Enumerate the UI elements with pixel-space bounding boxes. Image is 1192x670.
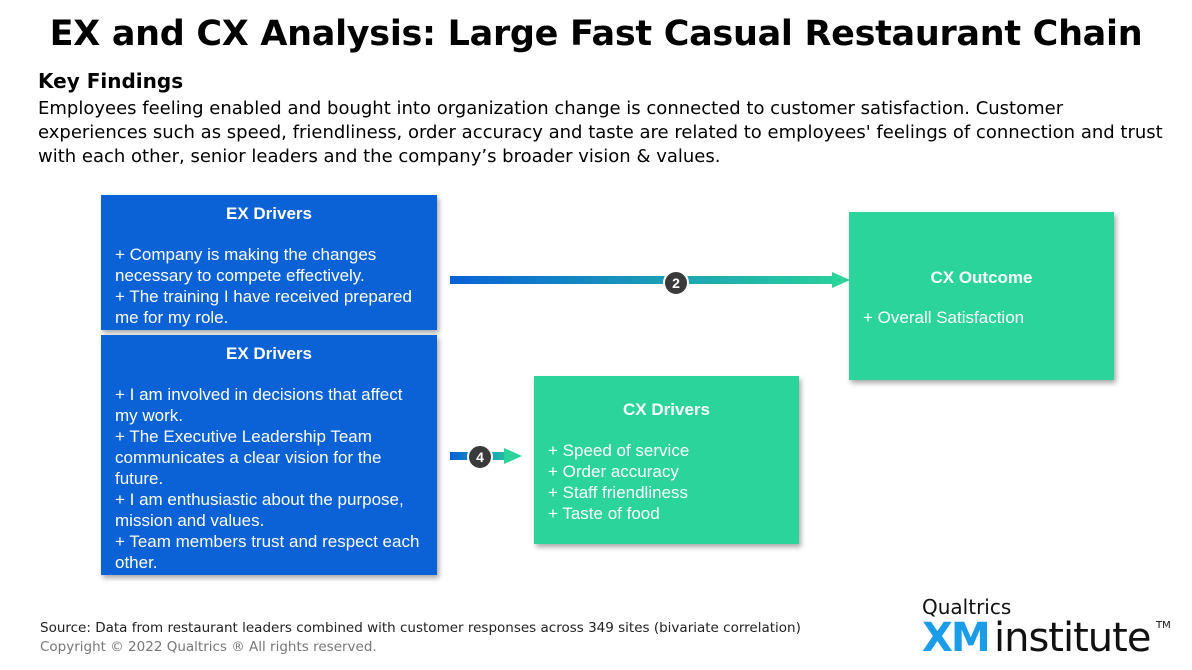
cx-driver-item: + Order accuracy [548,462,679,481]
cx-driver-item: + Taste of food [548,504,660,523]
connector-ex-bottom-to-cx-drivers: 4 [450,444,522,470]
arrow-shaft [450,276,834,284]
key-findings-body: Employees feeling enabled and bought int… [38,98,1163,167]
page-title: EX and CX Analysis: Large Fast Casual Re… [49,14,1143,54]
arrow-head-icon [832,272,850,288]
cx-driver-item: + Staff friendliness [548,483,689,502]
ex-drivers-box-bottom: EX Drivers + I am involved in decisions … [101,335,437,575]
ex-driver-item: + I am involved in decisions that affect… [115,385,403,425]
badge-circle [663,270,689,296]
badge-circle [467,444,493,470]
logo-institute: institute [994,615,1151,661]
cx-drivers-box: CX Drivers + Speed of service + Order ac… [534,376,799,544]
badge-label: 4 [476,449,484,465]
ex-driver-item: + Company is making the changes necessar… [115,245,377,285]
logo-xm: XM [922,615,991,661]
cx-outcome-heading: CX Outcome [930,268,1033,287]
badge-label: 2 [672,275,680,291]
copyright-note: Copyright © 2022 Qualtrics ® All rights … [40,639,377,655]
ex-drivers-box-top: EX Drivers + Company is making the chang… [101,195,437,330]
cx-outcome-box: CX Outcome + Overall Satisfaction [849,212,1114,380]
source-note: Source: Data from restaurant leaders com… [40,620,801,636]
ex-driver-item: + I am enthusiastic about the purpose, m… [115,490,404,530]
logo-trademark: TM [1156,620,1171,631]
cx-outcome-item: + Overall Satisfaction [863,308,1025,327]
cx-driver-item: + Speed of service [548,441,690,460]
logo-brand: Qualtrics [922,595,1012,619]
key-findings-heading: Key Findings [38,69,184,93]
ex-drivers-heading: EX Drivers [226,204,312,223]
ex-driver-item: + The Executive Leadership Team communic… [115,427,382,488]
cx-drivers-heading: CX Drivers [623,400,710,419]
arrow-head-icon [504,448,522,464]
connector-ex-top-to-cx-outcome: 2 [450,270,850,296]
ex-drivers-heading: EX Drivers [226,344,312,363]
ex-driver-item: + The training I have received prepared … [115,287,412,327]
ex-driver-item: + Team members trust and respect each ot… [115,532,420,572]
